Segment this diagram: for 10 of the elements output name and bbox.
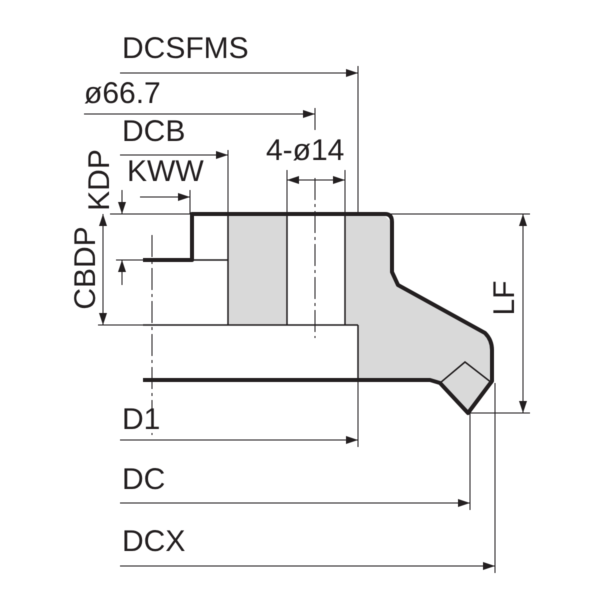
dimension-label: DCB	[122, 117, 186, 147]
dimension-label: DCX	[122, 527, 186, 557]
dimension-label: KWW	[127, 157, 204, 187]
dimension-label: KDP	[85, 149, 115, 211]
dimension-label: LF	[490, 280, 520, 316]
dimension-label: ø66.7	[84, 79, 161, 109]
dimension-label: DCSFMS	[122, 34, 249, 64]
dimension-label: 4-ø14	[266, 136, 344, 166]
dimension-label: CBDP	[71, 226, 101, 310]
dimension-label: DC	[122, 465, 166, 495]
